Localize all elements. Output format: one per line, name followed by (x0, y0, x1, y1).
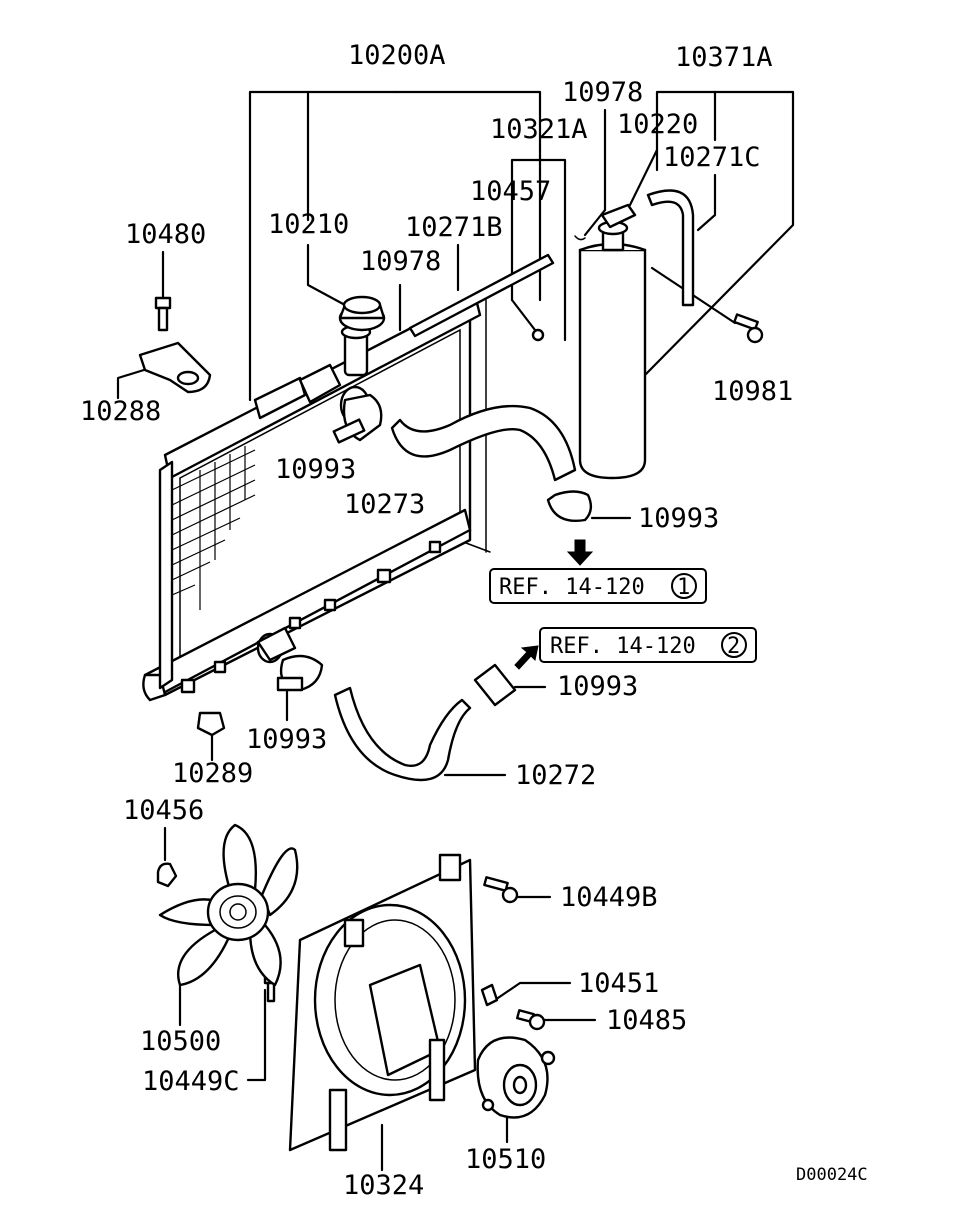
label-10220: 10220 (617, 109, 698, 140)
fan-motor (476, 1036, 556, 1119)
ref-2-number: 2 (727, 634, 740, 659)
diagram-code: D00024C (796, 1165, 868, 1185)
ref-box-2[interactable]: REF. 14-120 2 (539, 627, 757, 663)
label-10500: 10500 (140, 1026, 221, 1057)
label-10993-upper-right: 10993 (638, 503, 719, 534)
label-10978-mid: 10978 (360, 246, 441, 277)
label-10321a: 10321A (490, 114, 588, 145)
bolts (138, 296, 764, 1031)
label-10978-top: 10978 (562, 77, 643, 108)
label-10456: 10456 (123, 795, 204, 826)
label-10510: 10510 (465, 1144, 546, 1175)
label-10272: 10272 (515, 760, 596, 791)
label-10271c: 10271C (663, 142, 761, 173)
part-labels: 10200A 10371A 10978 10220 10321A 10271C … (80, 40, 868, 1201)
label-10993-upper-left: 10993 (275, 454, 356, 485)
label-10981: 10981 (712, 376, 793, 407)
label-10271b: 10271B (405, 212, 503, 243)
label-10485: 10485 (606, 1005, 687, 1036)
ref-1-number: 1 (677, 575, 690, 600)
hoses (333, 189, 695, 782)
label-10273: 10273 (344, 489, 425, 520)
label-10480: 10480 (125, 219, 206, 250)
ref-2-text: REF. 14-120 (550, 634, 696, 659)
label-10324: 10324 (343, 1170, 424, 1201)
ref-1-text: REF. 14-120 (499, 575, 645, 600)
label-10200a: 10200A (348, 40, 446, 71)
hose-clamps (276, 393, 593, 707)
fan (158, 823, 299, 987)
label-10449c: 10449C (142, 1066, 240, 1097)
radiator (142, 293, 482, 702)
reserve-tank (574, 203, 647, 480)
label-10457: 10457 (470, 176, 551, 207)
label-10993-lower-left: 10993 (246, 724, 327, 755)
label-10289: 10289 (172, 758, 253, 789)
ref-arrows (514, 539, 594, 670)
radiator-fins (171, 446, 256, 610)
label-10371a: 10371A (675, 42, 773, 73)
label-10451: 10451 (578, 968, 659, 999)
ref-box-1[interactable]: REF. 14-120 1 (489, 568, 707, 604)
label-10210: 10210 (268, 209, 349, 240)
label-10993-lower-right: 10993 (557, 671, 638, 702)
label-10288: 10288 (80, 396, 161, 427)
label-10449b: 10449B (560, 882, 658, 913)
shroud (288, 853, 477, 1152)
radiator-cap (338, 295, 386, 332)
